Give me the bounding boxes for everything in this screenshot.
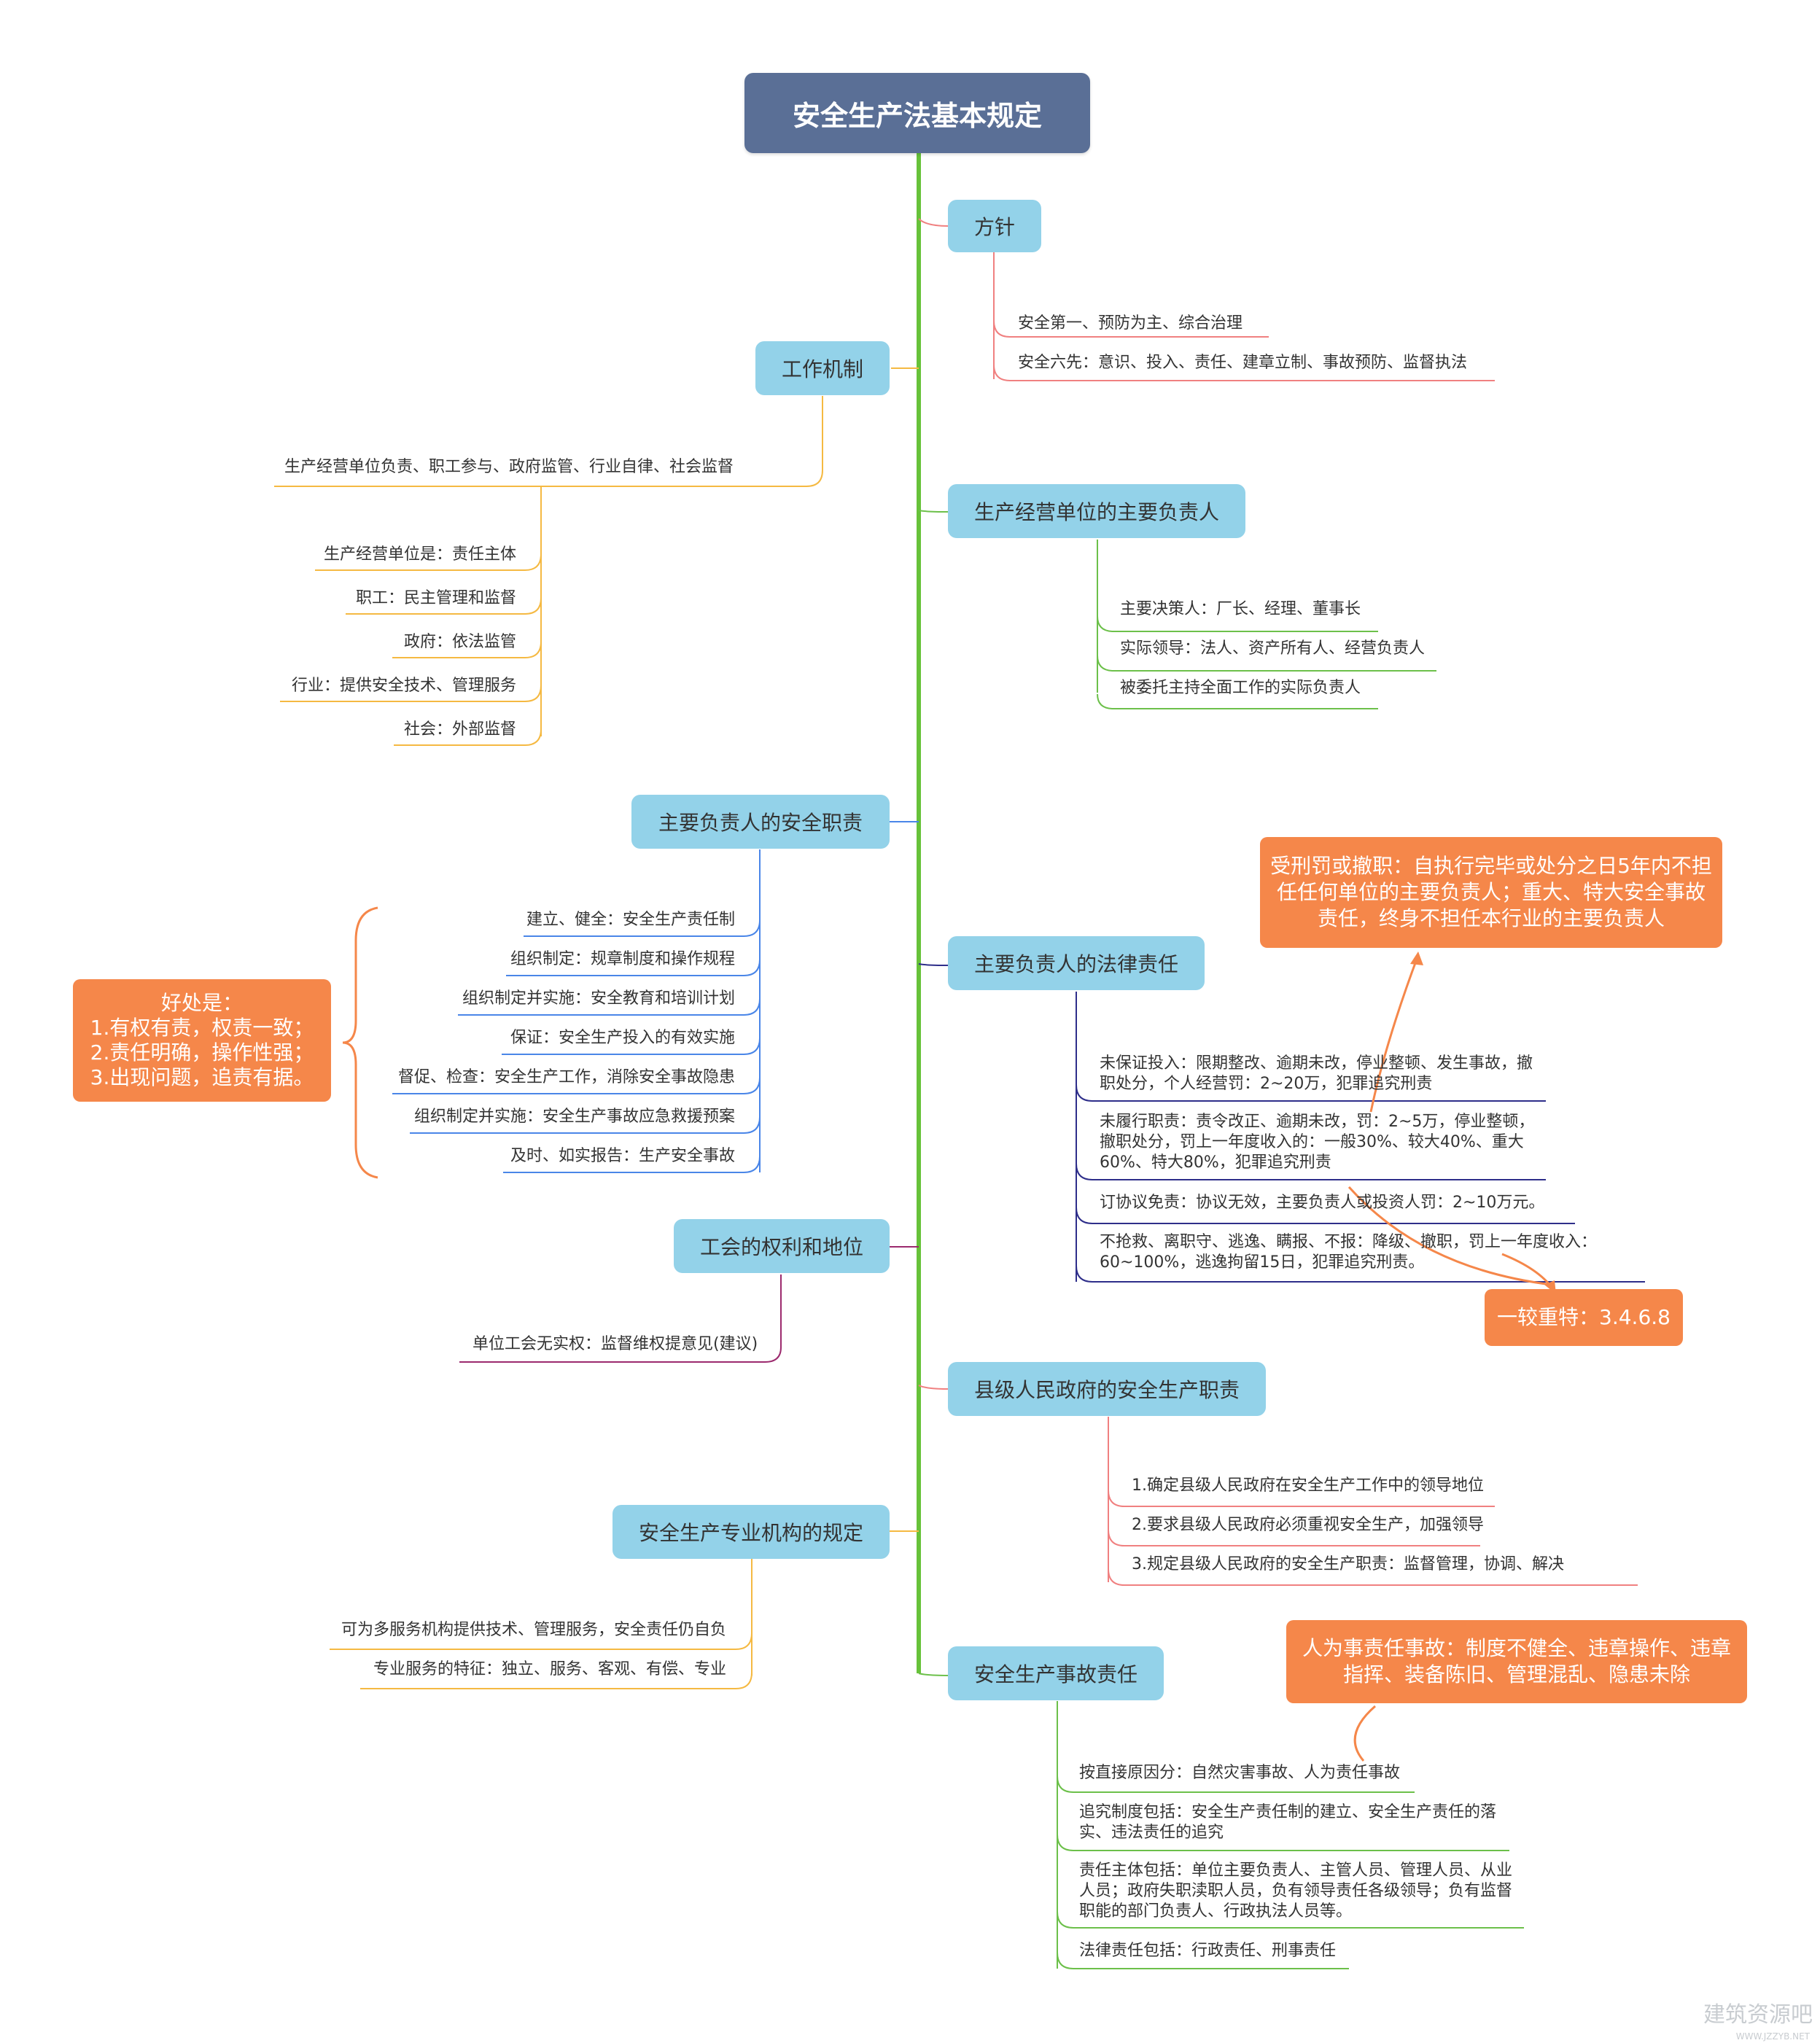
topic-fangzhen[interactable]: 方针 — [948, 200, 1041, 252]
topic-gonghui[interactable]: 工会的权利和地位 — [674, 1219, 890, 1273]
note-fines: 一较重特：3.4.6.8 — [1485, 1289, 1683, 1346]
gongzuo-item-1: 生产经营单位是：责任主体 — [323, 545, 516, 564]
xianji-item-2: 2.要求县级人民政府必须重视安全生产，加强领导 — [1132, 1516, 1484, 1534]
fuzeren-item-3: 被委托主持全面工作的实际负责人 — [1120, 679, 1361, 697]
zhize-item-1: 建立、健全：安全生产责任制 — [526, 911, 735, 929]
fuzeren-item-2: 实际领导：法人、资产所有人、经营负责人 — [1120, 639, 1426, 658]
gongzuo-item-2: 职工：民主管理和监督 — [355, 589, 516, 607]
zhize-item-6: 组织制定并实施：安全生产事故应急救援预案 — [413, 1108, 735, 1126]
zhize-item-5: 督促、检查：安全生产工作，消除安全事故隐患 — [397, 1068, 735, 1086]
zhize-item-3: 组织制定并实施：安全教育和培训计划 — [462, 989, 735, 1008]
zhize-item-4: 保证：安全生产投入的有效实施 — [510, 1029, 735, 1047]
note-benefits-line-3: 2.责任明确，操作性强； — [90, 1040, 314, 1065]
shigu-item-1: 按直接原因分：自然灾害事故、人为责任事故 — [1079, 1764, 1401, 1782]
topic-gongzuo[interactable]: 工作机制 — [755, 341, 890, 395]
jigou-item-2: 专业服务的特征：独立、服务、客观、有偿、专业 — [373, 1660, 726, 1678]
note-benefits-line-1: 好处是： — [160, 991, 243, 1015]
fangzhen-item-1: 安全第一、预防为主、综合治理 — [1018, 314, 1243, 332]
shigu-item-3: 责任主体包括：单位主要负责人、主管人员、管理人员、从业人员；政府失职渎职人员，负… — [1079, 1861, 1513, 1921]
zhize-item-7: 及时、如实报告：生产安全事故 — [510, 1147, 735, 1165]
root-topic[interactable]: 安全生产法基本规定 — [744, 73, 1090, 153]
fuzeren-item-1: 主要决策人：厂长、经理、董事长 — [1120, 600, 1361, 618]
jigou-item-1: 可为多服务机构提供技术、管理服务，安全责任仍自负 — [341, 1621, 726, 1639]
note-benefits: 好处是： 1.有权有责，权责一致； 2.责任明确，操作性强； 3.出现问题，追责… — [73, 979, 331, 1102]
zhize-item-2: 组织制定：规章制度和操作规程 — [510, 950, 735, 968]
xianji-item-1: 1.确定县级人民政府在安全生产工作中的领导地位 — [1132, 1476, 1484, 1495]
fangzhen-item-2: 安全六先：意识、投入、责任、建章立制、事故预防、监督执法 — [1018, 354, 1468, 372]
watermark-url: WWW.JZZYB.NET — [1735, 2031, 1810, 2042]
topic-falv[interactable]: 主要负责人的法律责任 — [948, 936, 1205, 990]
note-benefits-line-2: 1.有权有责，权责一致； — [90, 1016, 314, 1040]
topic-xianji[interactable]: 县级人民政府的安全生产职责 — [948, 1362, 1266, 1416]
note-benefits-line-4: 3.出现问题，追责有据。 — [90, 1065, 314, 1089]
topic-jigou[interactable]: 安全生产专业机构的规定 — [612, 1505, 890, 1559]
falv-item-4: 不抢救、离职守、逃逸、瞒报、不报：降级、撤职，罚上一年度收入：60~100%，逃… — [1100, 1233, 1598, 1272]
shigu-item-2: 追究制度包括：安全生产责任制的建立、安全生产责任的落实、违法责任的追究 — [1079, 1803, 1497, 1842]
topic-shigu[interactable]: 安全生产事故责任 — [948, 1646, 1164, 1700]
gongzuo-summary: 生产经营单位负责、职工参与、政府监管、行业自律、社会监督 — [284, 458, 734, 476]
note-human: 人为事责任事故：制度不健全、违章操作、违章指挥、装备陈旧、管理混乱、隐患未除 — [1286, 1620, 1747, 1703]
note-criminal: 受刑罚或撤职：自执行完毕或处分之日5年内不担任任何单位的主要负责人；重大、特大安… — [1260, 837, 1722, 948]
gongzuo-item-3: 政府：依法监管 — [403, 633, 516, 651]
falv-item-2: 未履行职责：责令改正、逾期未改，罚：2~5万，停业整顿，撤职处分，罚上一年度收入… — [1100, 1113, 1535, 1172]
gongzuo-item-5: 社会：外部监督 — [403, 720, 516, 739]
watermark-logo: 建筑资源吧 — [1703, 2002, 1813, 2028]
shigu-item-4: 法律责任包括：行政责任、刑事责任 — [1079, 1942, 1337, 1960]
gongzuo-item-4: 行业：提供安全技术、管理服务 — [291, 677, 516, 695]
falv-item-3: 订协议免责：协议无效，主要负责人或投资人罚：2~10万元。 — [1100, 1194, 1545, 1212]
gonghui-item-1: 单位工会无实权：监督维权提意见(建议) — [472, 1335, 758, 1353]
topic-zhize[interactable]: 主要负责人的安全职责 — [631, 795, 890, 849]
topic-fuzeren[interactable]: 生产经营单位的主要负责人 — [948, 484, 1245, 538]
xianji-item-3: 3.规定县级人民政府的安全生产职责：监督管理，协调、解决 — [1132, 1555, 1564, 1573]
falv-item-1: 未保证投入：限期整改、逾期未改，停业整顿、发生事故，撤职处分，个人经营罚：2~2… — [1100, 1054, 1533, 1093]
